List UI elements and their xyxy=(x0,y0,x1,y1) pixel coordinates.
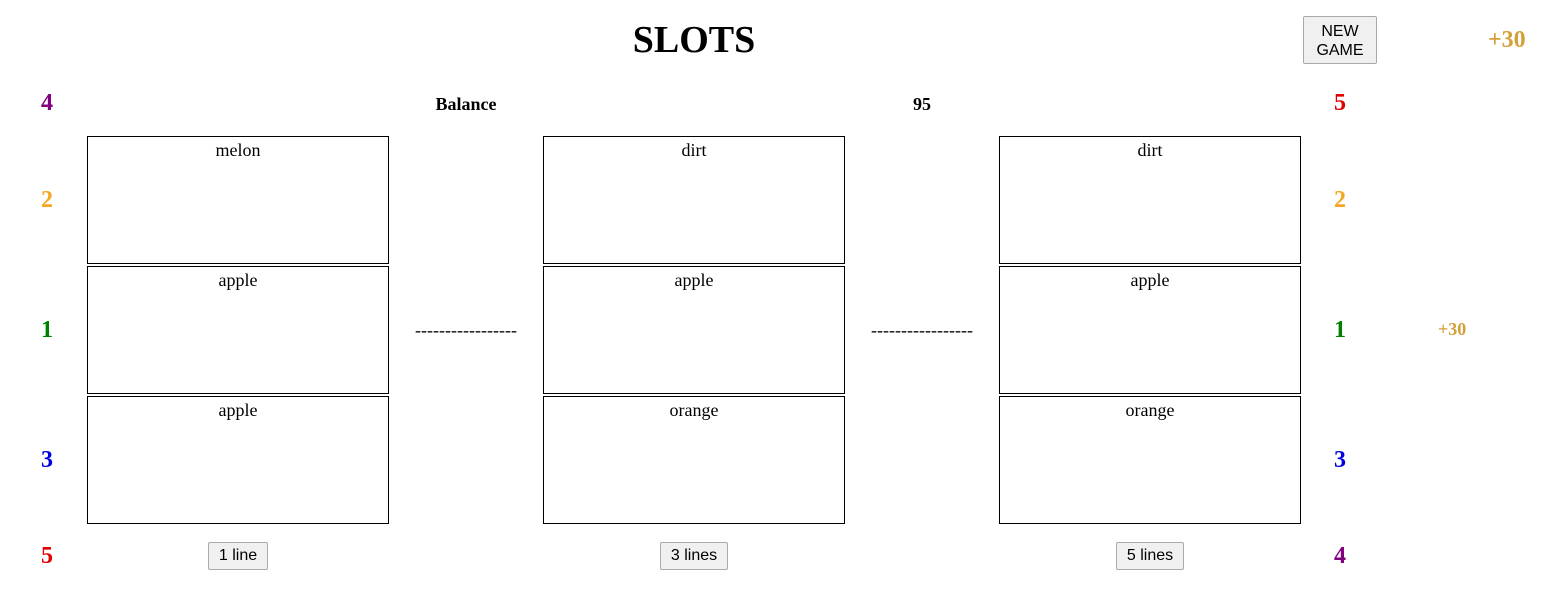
reel-3-top-cell: dirt xyxy=(999,136,1301,264)
bet-1-line-button[interactable]: 1 line xyxy=(208,542,268,570)
reel-2-top-cell: dirt xyxy=(543,136,845,264)
reel-2-middle-cell: apple xyxy=(543,266,845,394)
reel-1-top-cell: melon xyxy=(87,136,389,264)
line-win-amount: +30 xyxy=(1438,319,1467,339)
balance-label: Balance xyxy=(435,94,497,114)
payline-marker-right: ----------------- xyxy=(871,320,973,340)
left-line-number-5: 5 xyxy=(41,543,53,569)
left-line-number-3: 3 xyxy=(41,447,53,473)
new-game-button[interactable]: NEW GAME xyxy=(1303,16,1377,64)
left-line-number-2: 2 xyxy=(41,187,53,213)
reel-3-bottom-cell: orange xyxy=(999,396,1301,524)
bet-5-lines-button[interactable]: 5 lines xyxy=(1116,542,1184,570)
reel-3-middle-cell: apple xyxy=(999,266,1301,394)
right-line-number-1: 1 xyxy=(1334,317,1346,343)
game-title: SLOTS xyxy=(632,19,756,61)
right-line-number-2: 2 xyxy=(1334,187,1346,213)
reel-1-bottom-cell: apple xyxy=(87,396,389,524)
reel-2-bottom-cell: orange xyxy=(543,396,845,524)
total-win-amount: +30 xyxy=(1488,27,1526,53)
payline-marker-left: ----------------- xyxy=(415,320,517,340)
reel-1-middle-cell: apple xyxy=(87,266,389,394)
balance-value: 95 xyxy=(913,94,931,114)
left-line-number-4: 4 xyxy=(41,90,53,116)
bet-3-lines-button[interactable]: 3 lines xyxy=(660,542,728,570)
right-line-number-3: 3 xyxy=(1334,447,1346,473)
left-line-number-1: 1 xyxy=(41,317,53,343)
right-line-number-4: 4 xyxy=(1334,543,1346,569)
right-line-number-5: 5 xyxy=(1334,90,1346,116)
